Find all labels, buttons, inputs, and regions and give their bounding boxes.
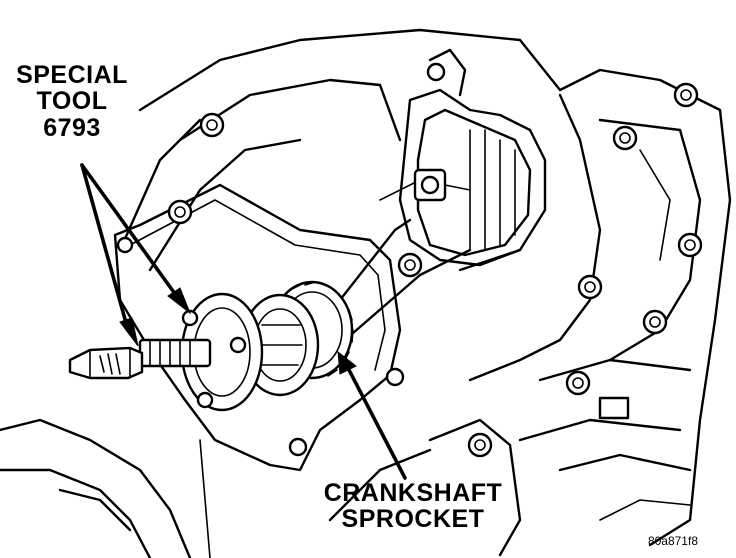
crankshaft-arrow <box>337 350 407 480</box>
lower-pulley <box>0 418 211 558</box>
timing-belt <box>338 218 522 342</box>
special-tool-arrows <box>80 163 192 347</box>
engine-block <box>118 28 732 557</box>
special-tool-puller <box>68 292 264 412</box>
belt-rear-cover <box>113 183 405 472</box>
special-tool-label: SPECIAL TOOL 6793 <box>8 62 136 141</box>
figure-id: 80a871f8 <box>647 534 698 548</box>
crankshaft-sprocket-label: CRANKSHAFT SPROCKET <box>308 480 518 533</box>
crankshaft-sprocket-text: CRANKSHAFT SPROCKET <box>323 479 503 534</box>
special-tool-text: SPECIAL TOOL 6793 <box>16 61 128 142</box>
upper-sprocket <box>398 48 547 267</box>
bolts <box>167 82 703 458</box>
